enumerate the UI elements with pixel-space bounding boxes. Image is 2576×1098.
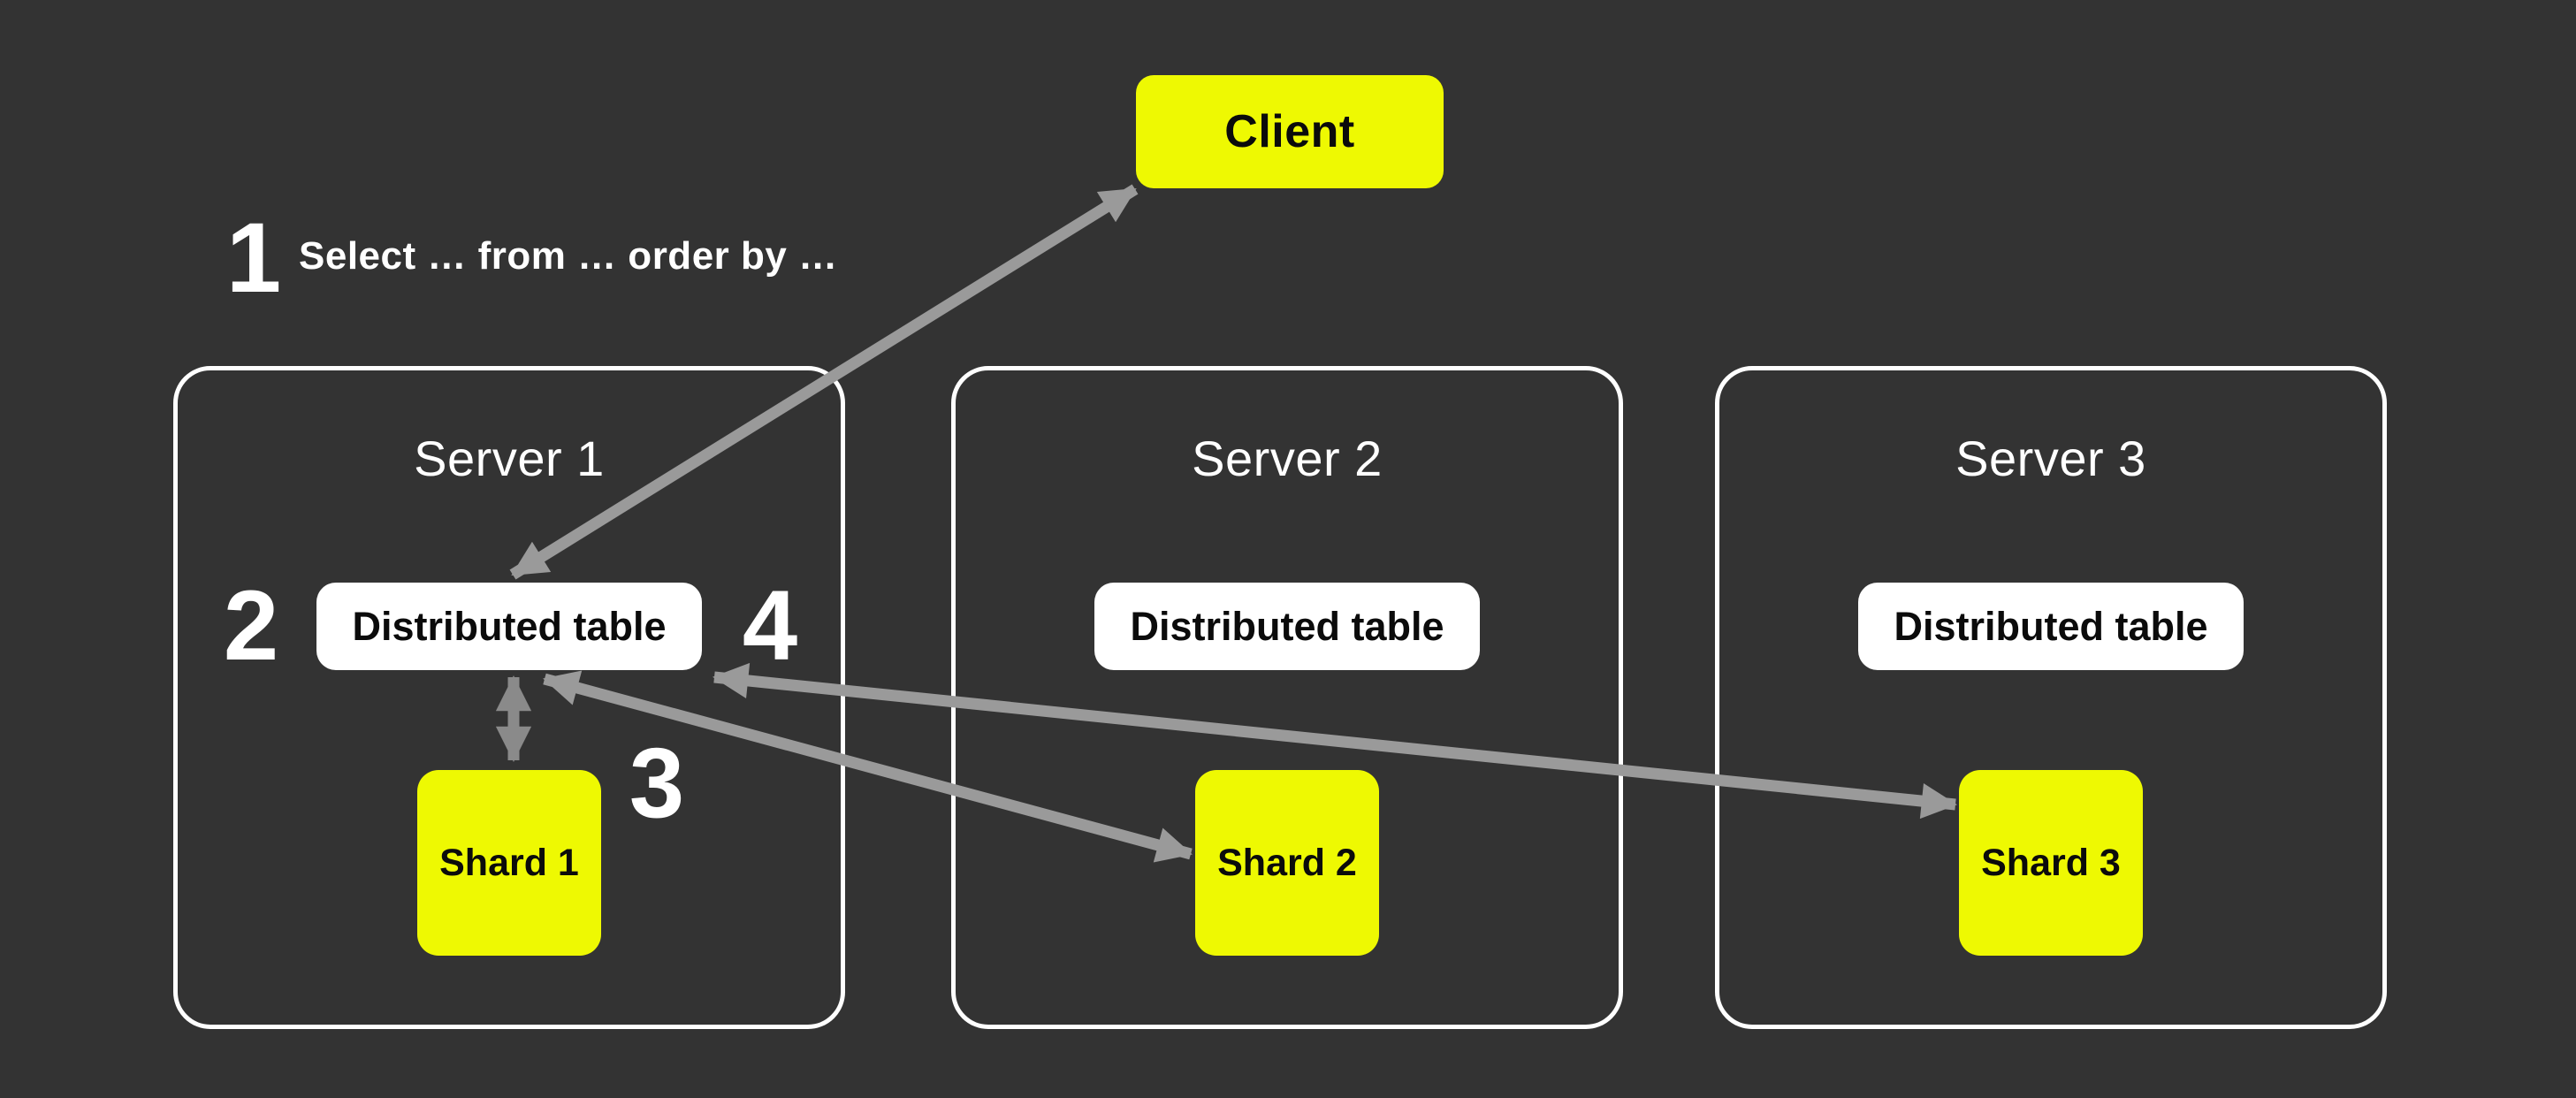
- server-3-distributed-table: Distributed table: [1858, 583, 2244, 670]
- step-1-number: 1: [225, 202, 282, 313]
- client-label: Client: [1224, 106, 1355, 157]
- client-node: Client: [1136, 75, 1444, 188]
- server-3-title: Server 3: [1955, 431, 2146, 486]
- step-4-number: 4: [742, 570, 798, 681]
- step-2-number: 2: [223, 570, 279, 681]
- server-2-distributed-table: Distributed table: [1094, 583, 1480, 670]
- server-3-shard: Shard 3: [1959, 770, 2143, 956]
- server-1-shard: Shard 1: [417, 770, 601, 956]
- server-1-title: Server 1: [414, 431, 605, 486]
- server-2-title: Server 2: [1192, 431, 1383, 486]
- server-2-shard: Shard 2: [1195, 770, 1379, 956]
- server-2-shard-label: Shard 2: [1217, 841, 1357, 884]
- server-3-shard-label: Shard 3: [1981, 841, 2121, 884]
- step-1-query-text: Select … from … order by …: [299, 234, 838, 278]
- server-2-distributed-table-label: Distributed table: [1130, 603, 1444, 649]
- server-3-distributed-table-label: Distributed table: [1894, 603, 2208, 649]
- server-1-shard-label: Shard 1: [439, 841, 579, 884]
- server-1-distributed-table-label: Distributed table: [352, 603, 667, 649]
- server-1-distributed-table: Distributed table: [316, 583, 702, 670]
